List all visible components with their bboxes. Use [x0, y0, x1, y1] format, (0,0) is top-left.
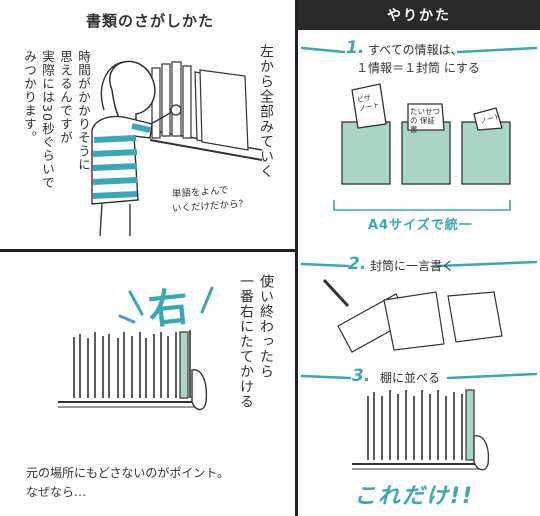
- step2-text: 封筒に一言書く: [370, 259, 455, 273]
- a4-note: A4サイズで統一: [368, 218, 473, 233]
- panel-how-to-search: 書類のさがしかた 左か: [0, 0, 298, 252]
- step3-number: 3.: [352, 366, 371, 386]
- step1-number: 1.: [346, 38, 365, 58]
- panel-steps: やりかた: [298, 0, 540, 516]
- caption-vertical-col3: 実際には30秒ぐらいで: [40, 50, 55, 190]
- card-label-2: たいせつの 保証書: [410, 107, 440, 134]
- step3-text: 棚に並べる: [380, 371, 441, 385]
- panel-return-rule: 右 使い終わったら 一番右にたてかける 元の場所にもどさないのがポイント。 なぜ…: [0, 252, 298, 516]
- caption-vertical-right: 左から全部みていく: [258, 44, 274, 179]
- step1-line-1: すべての情報は、: [368, 43, 463, 57]
- right-mark: 右: [146, 284, 191, 334]
- panel-title: 書類のさがしかた: [86, 12, 215, 30]
- banner: [298, 0, 540, 30]
- illustration-right-mark: [58, 286, 214, 411]
- step1-line-2: １情報＝１封筒 にする: [356, 61, 480, 75]
- caption-vertical-col1: 使い終わったら: [258, 274, 274, 379]
- banner-title: やりかた: [387, 8, 451, 24]
- caption-vertical-col2: 思えるんですが: [58, 50, 73, 145]
- caption-line-2: なぜなら…: [26, 485, 87, 499]
- finale-text: これだけ!!: [354, 484, 475, 509]
- caption-vertical-col4: みつかります。: [22, 50, 37, 145]
- illustration-woman-shelf: [91, 60, 263, 237]
- step-dividers: [300, 46, 538, 471]
- step2-number: 2.: [348, 254, 367, 274]
- caption-line-1: 元の場所にもどさないのがポイント。: [26, 466, 230, 480]
- caption-vertical-col2: 一番右にたてかける: [238, 274, 254, 409]
- caption-vertical-col1: 時間がかかりそうに: [76, 50, 91, 172]
